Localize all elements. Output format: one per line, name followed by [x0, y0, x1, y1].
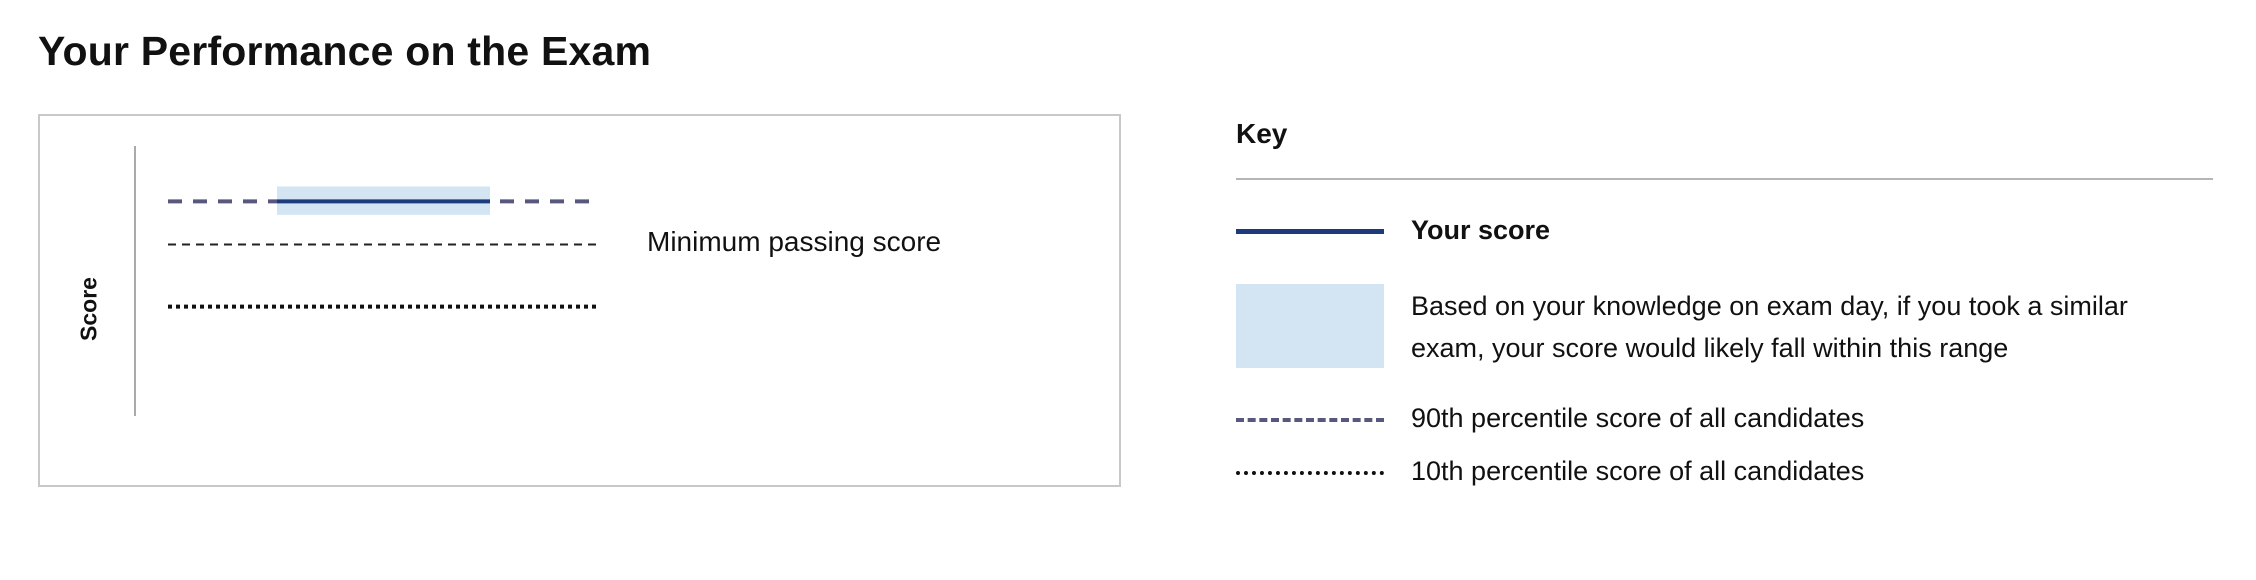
score-chart [38, 114, 1121, 487]
key-title: Key [1236, 118, 1288, 149]
y-axis-label: Score [75, 277, 102, 341]
key-10th-percentile-label: 10th percentile score of all candidates [1411, 456, 1865, 486]
key-90th-percentile-swatch [1236, 418, 1384, 422]
page-title: Your Performance on the Exam [38, 28, 652, 74]
minimum-passing-annotation: Minimum passing score [647, 226, 942, 257]
key-likely-range-label-line1: Based on your knowledge on exam day, if … [1411, 291, 2128, 321]
score-chart-plot [134, 146, 598, 416]
key-10th-percentile-swatch [1236, 471, 1384, 475]
key-your-score-swatch [1236, 229, 1384, 234]
key-divider [1236, 178, 2213, 180]
key-likely-range-swatch [1236, 284, 1384, 368]
key-90th-percentile-label: 90th percentile score of all candidates [1411, 403, 1865, 433]
key-your-score-label: Your score [1411, 215, 1551, 245]
key-likely-range-label-line2: exam, your score would likely fall withi… [1411, 333, 2009, 363]
